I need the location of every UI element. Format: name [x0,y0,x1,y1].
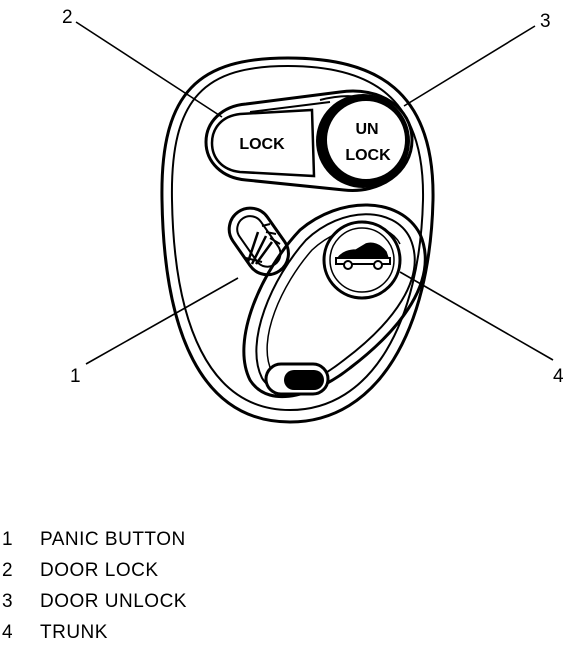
legend-item-trunk: 4 TRUNK [2,617,187,648]
lock-unlock-pod [204,89,414,192]
legend-number: 3 [2,591,14,612]
callout-3: 3 [540,11,551,32]
door-unlock-button[interactable]: UN LOCK [316,94,410,188]
legend-label: DOOR LOCK [40,560,159,581]
leader-line-1 [85,277,239,365]
door-lock-button[interactable]: LOCK [210,108,316,178]
key-fob-diagram: LOCK UN LOCK [62,7,564,424]
legend-label: DOOR UNLOCK [40,591,187,612]
key-ring-hole [264,362,330,396]
lock-button-label: LOCK [239,136,285,153]
unlock-button-label-line1: UN [355,121,378,138]
horn-icon [245,223,281,265]
callout-1: 1 [70,366,81,387]
legend-item-panic: 1 PANIC BUTTON [2,524,187,555]
legend-label: TRUNK [40,622,108,643]
legend-item-door-unlock: 3 DOOR UNLOCK [2,586,187,617]
legend: 1 PANIC BUTTON 2 DOOR LOCK 3 DOOR UNLOCK 4 T… [2,524,187,648]
trunk-button[interactable] [322,220,402,300]
legend-number: 2 [2,560,14,581]
panic-button[interactable] [221,200,297,283]
leader-line-4 [399,271,554,361]
legend-number: 1 [2,529,14,550]
callout-2: 2 [62,7,73,28]
unlock-button-label-line2: LOCK [345,147,391,164]
legend-number: 4 [2,622,14,643]
leader-line-3 [403,25,536,107]
callout-4: 4 [553,366,564,387]
legend-item-door-lock: 2 DOOR LOCK [2,555,187,586]
leader-line-2 [75,21,223,118]
fob-body-outer [160,56,435,424]
legend-label: PANIC BUTTON [40,529,186,550]
car-trunk-icon [335,242,391,270]
